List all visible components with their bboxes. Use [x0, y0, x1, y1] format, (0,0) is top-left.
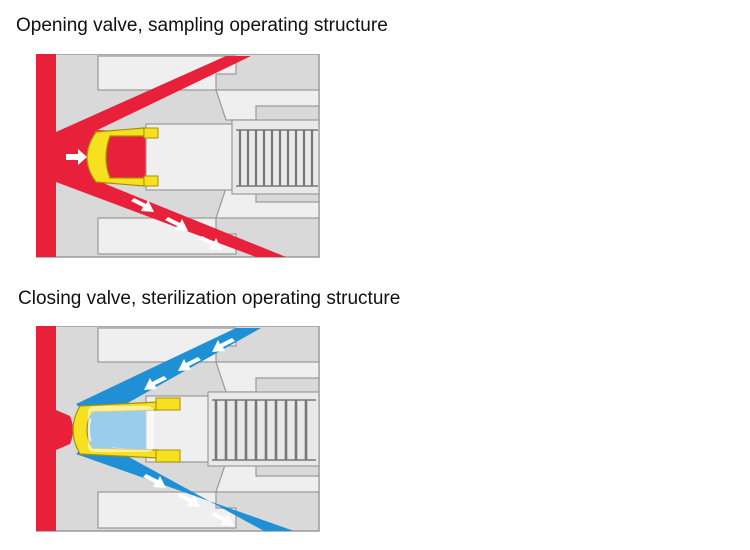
lower-cavity — [97, 491, 237, 529]
opening-valve-caption: Opening valve, sampling operating struct… — [16, 15, 388, 36]
flow-arrow-icon — [143, 474, 166, 488]
seal-lower-lip — [143, 175, 159, 187]
steam-outlet-channel — [76, 438, 294, 531]
spring-housing — [231, 119, 320, 195]
closing-valve-caption: Closing valve, sterilization operating s… — [18, 288, 401, 309]
spring — [212, 399, 316, 461]
opening-valve-diagram — [36, 54, 320, 260]
process-line-bulge — [56, 410, 73, 450]
spring — [236, 129, 318, 187]
open-throat — [96, 130, 146, 184]
spring-housing — [207, 391, 320, 467]
seal-upper-lip — [155, 397, 181, 411]
flow-arrow-icon — [66, 149, 87, 165]
flow-arrow-icon — [165, 217, 188, 231]
closing-valve-diagram — [36, 326, 320, 532]
flow-arrow-icon — [177, 493, 200, 507]
lower-flow-channel — [56, 164, 286, 257]
process-line — [36, 326, 56, 531]
seal-upper-lip — [143, 127, 159, 139]
closure-highlight — [88, 406, 154, 452]
flow-arrow-icon — [131, 198, 154, 212]
flow-arrow-icon — [212, 338, 235, 352]
flow-arrow-icon — [199, 236, 222, 250]
seal-lower-lip — [155, 449, 181, 463]
flow-arrow-icon — [144, 376, 167, 390]
flow-arrow-icon — [178, 357, 201, 371]
upper-flow-channel — [56, 56, 251, 150]
flow-arrow-icon — [211, 512, 234, 526]
plunger-housing — [145, 123, 237, 191]
process-line — [36, 54, 56, 257]
upper-notch — [215, 89, 320, 121]
